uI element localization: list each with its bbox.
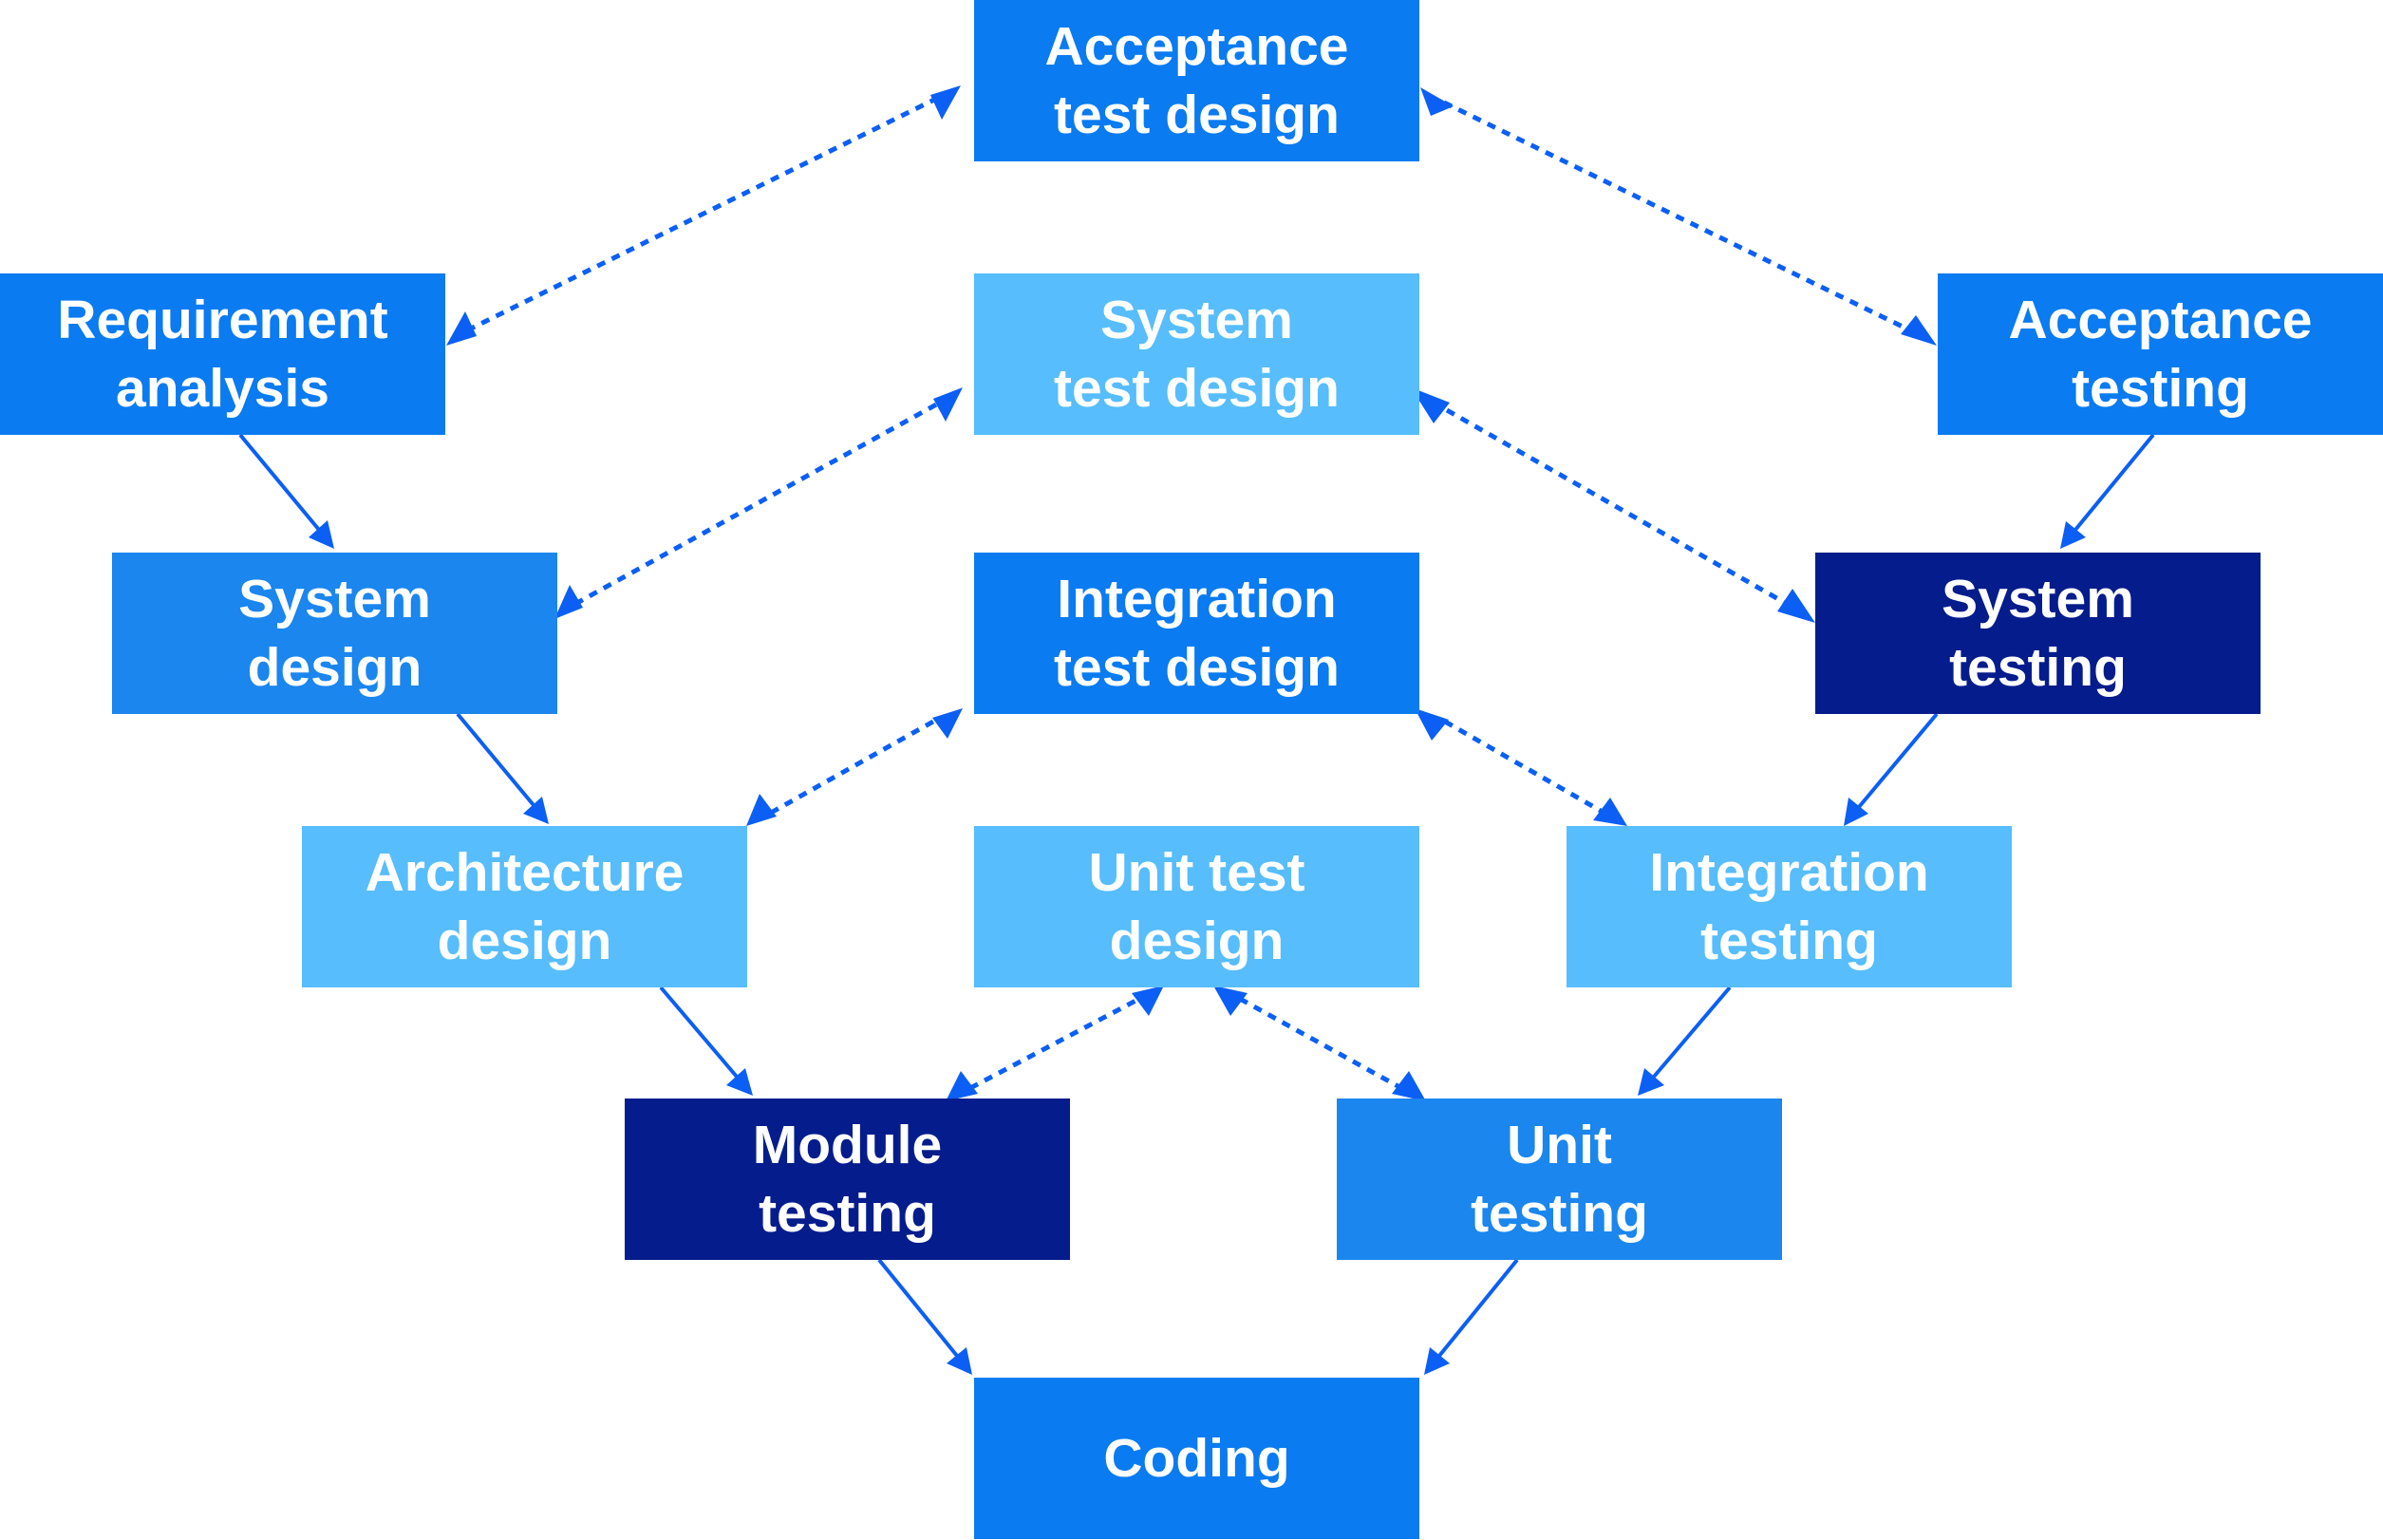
- acceptance-testing-label: Acceptance testing: [2008, 290, 2313, 419]
- system-testing-label: System testing: [1942, 569, 2134, 698]
- edge-system-testing-to-integration-testing: [1857, 712, 1939, 809]
- edge-acceptance-testing-to-system-testing: [2073, 433, 2155, 532]
- arrowhead: [1415, 708, 1449, 741]
- arrowhead: [1392, 1071, 1426, 1101]
- arrowhead: [554, 585, 583, 619]
- edge-requirement-to-system-design: [238, 433, 321, 532]
- integration-test-design-box: Integration test design: [974, 553, 1419, 714]
- edge-requirement-acceptance-design: [465, 96, 938, 333]
- edge-architecture-to-module-testing: [659, 986, 739, 1079]
- system-test-design-label: System test design: [1054, 290, 1340, 419]
- requirement-analysis-box: Requirement analysis: [0, 273, 445, 435]
- edge-unit-testing-to-coding: [1437, 1258, 1519, 1358]
- edge-integration-test-design-integration-testing: [1443, 719, 1603, 814]
- edge-system-test-design-system-testing: [1445, 407, 1789, 607]
- edge-unit-test-design-unit-testing: [1238, 996, 1403, 1091]
- arrowhead: [932, 708, 963, 739]
- unit-testing-box: Unit testing: [1337, 1099, 1782, 1260]
- edge-system-design-system-test-design: [573, 400, 942, 607]
- edge-module-testing-unit-test-design: [968, 996, 1141, 1091]
- arrowhead: [1638, 1068, 1664, 1096]
- arrowhead: [1424, 1347, 1450, 1375]
- arrowhead: [523, 797, 549, 824]
- edge-system-design-to-architecture: [456, 712, 535, 807]
- arrowhead: [1420, 87, 1454, 116]
- edge-architecture-integration-test-design: [769, 715, 942, 816]
- arrowhead: [446, 311, 477, 346]
- edge-module-testing-to-coding: [877, 1258, 959, 1358]
- arrowhead: [930, 85, 961, 120]
- architecture-design-label: Architecture design: [365, 842, 685, 971]
- system-design-box: System design: [112, 553, 557, 714]
- architecture-design-box: Architecture design: [302, 826, 747, 987]
- system-testing-box: System testing: [1815, 553, 2261, 714]
- unit-test-design-box: Unit test design: [974, 826, 1419, 987]
- acceptance-test-design-box: Acceptance test design: [974, 0, 1419, 161]
- coding-label: Coding: [1103, 1428, 1290, 1489]
- arrowhead: [2060, 521, 2086, 549]
- coding-box: Coding: [974, 1378, 1419, 1539]
- arrowhead: [946, 1071, 978, 1101]
- edge-integration-testing-to-unit-testing: [1652, 986, 1732, 1079]
- integration-testing-label: Integration testing: [1649, 842, 1929, 971]
- arrowhead: [1213, 986, 1248, 1016]
- arrowhead: [933, 387, 963, 422]
- system-test-design-box: System test design: [974, 273, 1419, 435]
- acceptance-testing-box: Acceptance testing: [1938, 273, 2383, 435]
- module-testing-box: Module testing: [625, 1099, 1070, 1260]
- unit-testing-label: Unit testing: [1471, 1115, 1648, 1244]
- unit-test-design-label: Unit test design: [1088, 842, 1305, 971]
- arrowhead: [1593, 798, 1627, 826]
- edge-acceptance-design-acceptance-testing: [1442, 100, 1912, 333]
- integration-testing-box: Integration testing: [1567, 826, 2012, 987]
- requirement-analysis-label: Requirement analysis: [57, 290, 388, 419]
- arrowhead: [947, 1347, 972, 1375]
- arrowhead: [1777, 589, 1815, 623]
- arrowhead: [309, 520, 334, 549]
- arrowhead: [746, 794, 777, 826]
- integration-test-design-label: Integration test design: [1054, 569, 1340, 698]
- module-testing-label: Module testing: [752, 1115, 943, 1244]
- arrowhead: [1411, 387, 1450, 423]
- arrowhead: [726, 1068, 753, 1096]
- acceptance-test-design-label: Acceptance test design: [1044, 16, 1349, 145]
- arrowhead: [1844, 798, 1868, 826]
- arrowhead: [1132, 986, 1164, 1016]
- system-design-label: System design: [238, 569, 431, 698]
- arrowhead: [1901, 315, 1937, 346]
